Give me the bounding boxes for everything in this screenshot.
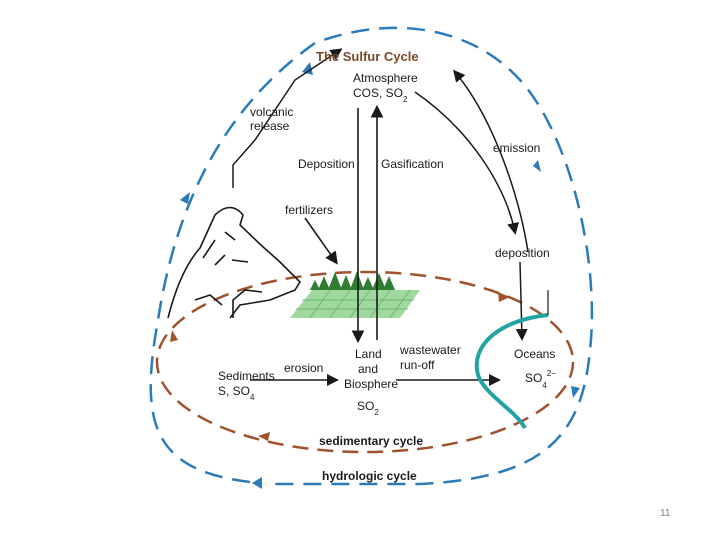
deposition-left-label: Deposition — [298, 157, 355, 171]
sed-arrowhead-left — [170, 330, 178, 342]
hydro-arrowhead-top-left — [302, 62, 313, 75]
volcanic-label-line2: release — [250, 119, 290, 133]
atmosphere-label: Atmosphere — [353, 71, 418, 85]
farm-field — [290, 289, 420, 319]
oceans-formula-sup: 2− — [547, 369, 556, 378]
land-formula: SO2 — [357, 399, 379, 417]
ocean-current — [474, 313, 549, 430]
oceans-label: Oceans — [514, 347, 555, 361]
land-formula-sub: 2 — [374, 408, 379, 417]
sed-arrowhead-bottom-left — [258, 432, 270, 441]
sediments-formula-main: S, SO — [218, 384, 250, 398]
oceans-formula-main: SO — [525, 371, 542, 385]
erosion-label: erosion — [284, 361, 323, 375]
volcanic-release-arrow — [232, 48, 343, 188]
land-label-line1: Land — [355, 347, 382, 361]
fertilizers-arrow — [304, 217, 338, 265]
deposition-right-arrow — [414, 91, 519, 235]
wastewater-label-line1: wastewater — [399, 343, 461, 357]
hydro-arrowhead-right — [533, 160, 541, 172]
land-formula-main: SO — [357, 399, 374, 413]
hydrologic-cycle-loop — [149, 26, 594, 489]
land-label-line2: and — [358, 362, 378, 376]
oceans-formula: SO42− — [525, 369, 556, 390]
land-label-line3: Biosphere — [344, 377, 398, 391]
sediments-formula-sub: 4 — [250, 393, 255, 402]
diagram-title: The Sulfur Cycle — [316, 49, 419, 64]
page-number: 11 — [660, 508, 671, 519]
emission-arrow — [453, 69, 529, 253]
deposition-ocean-arrow — [515, 261, 528, 341]
sedimentary-cycle-label: sedimentary cycle — [319, 434, 423, 448]
sed-arrowhead-top-right — [498, 292, 510, 302]
atmosphere-formula-sub: 2 — [403, 95, 408, 104]
hydro-arrowhead-bottom — [252, 477, 262, 489]
sedimentary-cycle-loop — [155, 270, 575, 454]
sediments-label-line2: S, SO4 — [218, 384, 255, 402]
hydrologic-cycle-label: hydrologic cycle — [322, 469, 417, 483]
emission-label: emission — [493, 141, 540, 155]
trees — [310, 271, 395, 290]
deposition-right-label: deposition — [495, 246, 550, 260]
volcano-mountain — [167, 206, 302, 319]
fertilizers-label: fertilizers — [285, 203, 333, 217]
oceans-formula-sub: 4 — [542, 381, 547, 390]
wastewater-label-line2: run-off — [400, 358, 435, 372]
atmosphere-formula: COS, SO2 — [353, 86, 408, 104]
gasification-label: Gasification — [381, 157, 444, 171]
atmosphere-formula-main: COS, SO — [353, 86, 403, 100]
hydro-arrowhead-left — [180, 192, 190, 204]
sediments-label-line1: Sediments — [218, 369, 275, 383]
hydro-arrowhead-lower-right — [571, 386, 580, 398]
volcanic-label-line1: volcanic — [250, 105, 293, 119]
